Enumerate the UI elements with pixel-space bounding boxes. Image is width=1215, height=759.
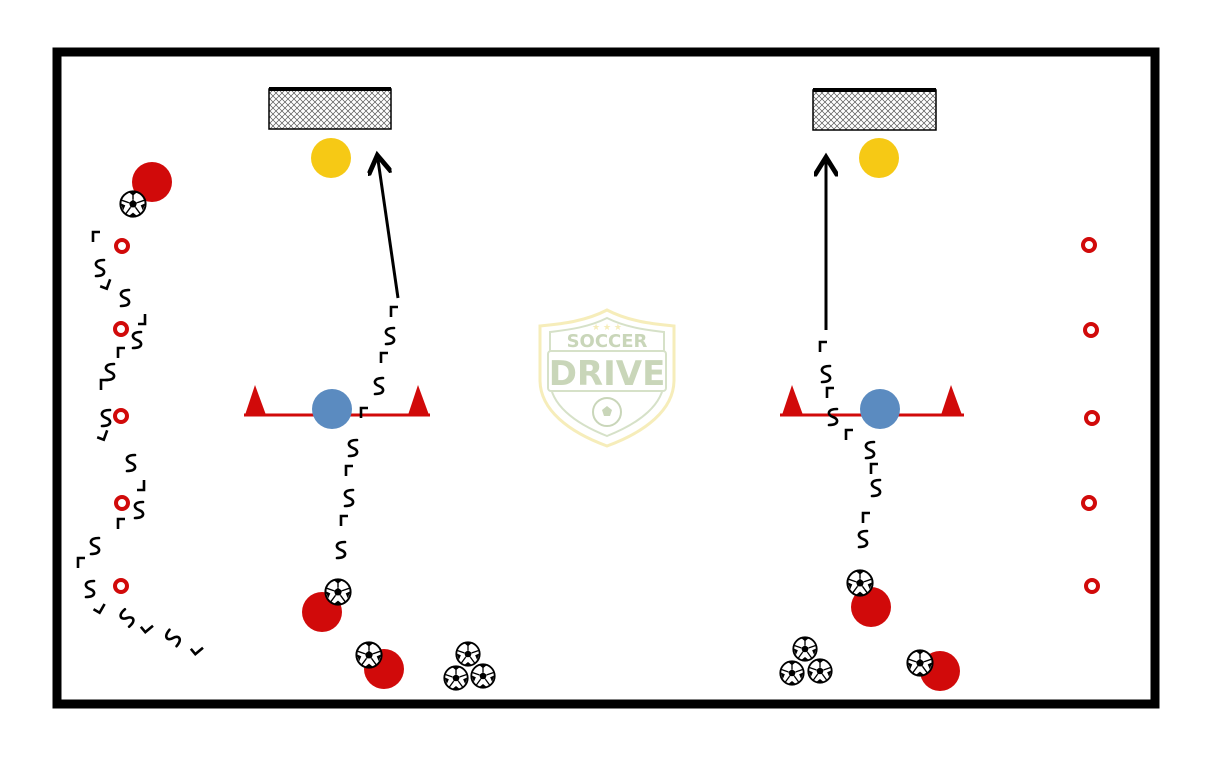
cone-marker-icon [1084, 410, 1100, 426]
goalkeeper-right [859, 138, 899, 178]
cone-marker-icon [245, 385, 266, 415]
defender-left [312, 389, 352, 429]
goal-right [812, 88, 937, 131]
soccer-ball-icon [355, 641, 383, 669]
player-red-slalom [132, 162, 172, 202]
pass-arrow-icon [378, 160, 400, 299]
cone-marker-icon [114, 238, 130, 254]
logo-line1: SOCCER [567, 331, 648, 352]
soccer-ball-icon [792, 636, 818, 662]
goalkeeper-left [311, 138, 351, 178]
defender-right [860, 389, 900, 429]
cone-marker-icon [1081, 495, 1097, 511]
soccer-ball-icon [324, 578, 352, 606]
soccer-ball-icon [779, 660, 805, 686]
slalom-cones-left [113, 238, 130, 594]
cone-marker-icon [1081, 237, 1097, 253]
soccer-ball-icon [455, 641, 481, 667]
soccer-ball-icon [443, 665, 469, 691]
soccer-ball-icon [119, 190, 147, 218]
soccer-drive-logo: ★ ★ ★ SOCCER DRIVE [538, 308, 676, 448]
logo-line2: DRIVE [549, 354, 666, 394]
logo-stars: ★ ★ ★ [592, 323, 622, 333]
cone-marker-icon [113, 321, 129, 337]
cone-marker-icon [1083, 322, 1099, 338]
cone-marker-icon [408, 385, 429, 415]
cone-marker-icon [114, 495, 130, 511]
attacker-right [851, 587, 891, 627]
cone-marker-icon [782, 385, 803, 415]
cones-right [1081, 237, 1100, 594]
cone-marker-icon [941, 385, 962, 415]
cone-marker-icon [113, 408, 129, 424]
cone-marker-icon [1084, 578, 1100, 594]
soccer-ball-icon [906, 649, 934, 677]
soccer-ball-icon [470, 663, 496, 689]
goal-left [268, 87, 392, 130]
soccer-ball-icon [846, 569, 874, 597]
soccer-ball-icon [807, 658, 833, 684]
cone-marker-icon [113, 578, 129, 594]
